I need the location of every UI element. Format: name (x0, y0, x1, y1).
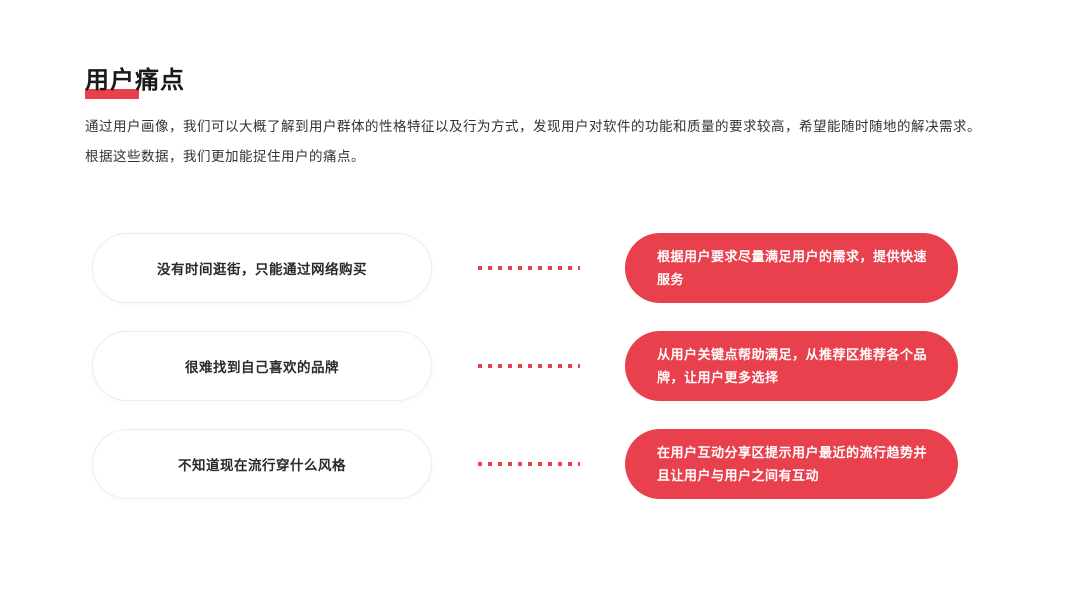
title-underline-mark (85, 89, 139, 99)
connector (432, 462, 625, 466)
pain-solution-row: 很难找到自己喜欢的品牌 从用户关键点帮助满足，从推荐区推荐各个品牌，让用户更多选… (92, 331, 958, 401)
pain-point-text: 不知道现在流行穿什么风格 (178, 458, 346, 473)
solution-text: 从用户关键点帮助满足，从推荐区推荐各个品牌，让用户更多选择 (657, 347, 928, 385)
solution-card: 在用户互动分享区提示用户最近的流行趋势并且让用户与用户之间有互动 (625, 429, 958, 499)
connector (432, 266, 625, 270)
intro-paragraph: 通过用户画像，我们可以大概了解到用户群体的性格特征以及行为方式，发现用户对软件的… (85, 119, 981, 164)
pain-solution-list: 没有时间逛街，只能通过网络购买 根据用户要求尽量满足用户的需求，提供快速服务 很… (92, 233, 958, 499)
pain-point-text: 没有时间逛街，只能通过网络购买 (157, 262, 367, 277)
pain-point-text: 很难找到自己喜欢的品牌 (185, 360, 339, 375)
dotted-line-icon (477, 364, 580, 368)
solution-text: 根据用户要求尽量满足用户的需求，提供快速服务 (657, 249, 928, 287)
solution-text: 在用户互动分享区提示用户最近的流行趋势并且让用户与用户之间有互动 (657, 445, 928, 483)
pain-solution-row: 不知道现在流行穿什么风格 在用户互动分享区提示用户最近的流行趋势并且让用户与用户… (92, 429, 958, 499)
solution-card: 根据用户要求尽量满足用户的需求，提供快速服务 (625, 233, 958, 303)
pain-solution-row: 没有时间逛街，只能通过网络购买 根据用户要求尽量满足用户的需求，提供快速服务 (92, 233, 958, 303)
title-block: 用户痛点 (85, 60, 185, 99)
solution-card: 从用户关键点帮助满足，从推荐区推荐各个品牌，让用户更多选择 (625, 331, 958, 401)
pain-point-card: 不知道现在流行穿什么风格 (92, 429, 432, 499)
connector (432, 364, 625, 368)
pain-point-card: 没有时间逛街，只能通过网络购买 (92, 233, 432, 303)
dotted-line-icon (477, 462, 580, 466)
dotted-line-icon (477, 266, 580, 270)
pain-point-card: 很难找到自己喜欢的品牌 (92, 331, 432, 401)
page-title: 用户痛点 (85, 67, 185, 94)
